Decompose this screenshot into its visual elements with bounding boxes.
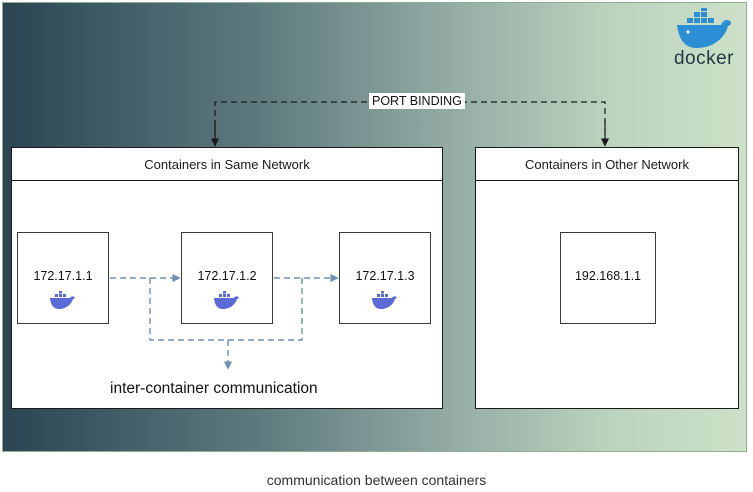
- same-network-title: Containers in Same Network: [12, 148, 442, 181]
- container-ip: 172.17.1.1: [33, 269, 93, 283]
- container-172-17-1-3: 172.17.1.3: [339, 232, 431, 324]
- container-ip: 172.17.1.2: [197, 269, 257, 283]
- other-network-title: Containers in Other Network: [476, 148, 738, 181]
- port-binding-label: PORT BINDING: [369, 93, 465, 109]
- docker-whale-icon: [214, 291, 239, 309]
- figure-caption: communication between containers: [266, 472, 487, 488]
- container-ip: 192.168.1.1: [574, 269, 642, 283]
- docker-logo: docker: [664, 8, 744, 72]
- docker-whale-icon: [50, 291, 75, 309]
- container-ip: 172.17.1.3: [355, 269, 415, 283]
- docker-whale-logo-icon: [677, 8, 732, 48]
- inter-container-collector: [149, 278, 303, 341]
- container-192-168-1-1: 192.168.1.1: [560, 232, 656, 324]
- docker-whale-icon: [372, 291, 397, 309]
- inter-container-label: inter-container communication: [110, 380, 318, 397]
- container-172-17-1-2: 172.17.1.2: [181, 232, 273, 324]
- container-172-17-1-1: 172.17.1.1: [17, 232, 109, 324]
- docker-logo-text: docker: [673, 48, 735, 69]
